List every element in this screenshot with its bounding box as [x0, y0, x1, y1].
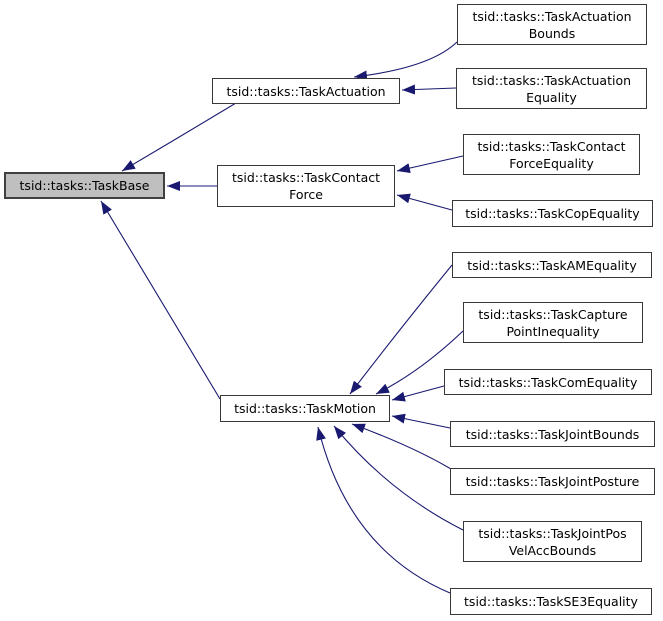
node-task-actuation[interactable]: tsid::tasks::TaskActuation	[212, 78, 400, 104]
edge-taskmotion-to-taskbase	[100, 200, 221, 400]
node-task-base: tsid::tasks::TaskBase	[4, 172, 165, 199]
edge-taskamequality-to-taskmotion	[349, 264, 453, 395]
node-task-cop-equality[interactable]: tsid::tasks::TaskCopEquality	[452, 200, 653, 227]
edge-taskjointbounds-to-taskmotion	[391, 413, 451, 429]
node-task-base-label: tsid::tasks::TaskBase	[19, 178, 150, 193]
node-task-contact-force[interactable]: tsid::tasks::TaskContact Force	[217, 165, 395, 207]
node-task-com-equality-label: tsid::tasks::TaskComEquality	[458, 374, 638, 390]
edge-taskjointposture-to-taskmotion	[351, 423, 452, 470]
node-task-contact-force-equality-label: tsid::tasks::TaskContact ForceEquality	[477, 138, 626, 171]
edge-taskjointposvelaccbounds-to-taskmotion	[333, 425, 464, 531]
edge-taskcopequality-to-taskcontactforce	[396, 193, 453, 211]
node-task-actuation-bounds[interactable]: tsid::tasks::TaskActuation Bounds	[457, 4, 647, 45]
node-task-se3-equality-label: tsid::tasks::TaskSE3Equality	[464, 594, 638, 609]
node-task-joint-bounds-label: tsid::tasks::TaskJointBounds	[465, 426, 640, 442]
edge-taskactuationbounds-to-taskactuation	[353, 41, 458, 81]
node-task-com-equality[interactable]: tsid::tasks::TaskComEquality	[444, 369, 652, 395]
edge-taskse3equality-to-taskmotion	[316, 426, 451, 594]
node-task-capture-point-inequality-label: tsid::tasks::TaskCapture PointInequality	[478, 306, 628, 339]
edge-taskactuationequality-to-taskactuation	[401, 84, 457, 95]
node-task-joint-posture[interactable]: tsid::tasks::TaskJointPosture	[450, 468, 655, 495]
node-task-actuation-bounds-label: tsid::tasks::TaskActuation Bounds	[472, 8, 632, 41]
edge-taskactuation-to-taskbase	[121, 102, 237, 172]
node-task-contact-force-label: tsid::tasks::TaskContact Force	[231, 170, 381, 202]
node-task-joint-pos-vel-acc-bounds[interactable]: tsid::tasks::TaskJointPos VelAccBounds	[463, 521, 642, 562]
node-task-se3-equality[interactable]: tsid::tasks::TaskSE3Equality	[450, 588, 652, 615]
node-task-motion-label: tsid::tasks::TaskMotion	[234, 401, 376, 416]
edge-taskcontactforceequality-to-taskcontactforce	[396, 155, 464, 173]
node-task-motion[interactable]: tsid::tasks::TaskMotion	[220, 395, 390, 422]
node-task-am-equality[interactable]: tsid::tasks::TaskAMEquality	[452, 252, 652, 278]
edge-taskcapturepointinequality-to-taskmotion	[375, 330, 464, 395]
node-task-actuation-label: tsid::tasks::TaskActuation	[226, 83, 386, 99]
edge-taskcomequality-to-taskmotion	[391, 385, 445, 402]
node-task-joint-pos-vel-acc-bounds-label: tsid::tasks::TaskJointPos VelAccBounds	[478, 525, 627, 558]
node-task-am-equality-label: tsid::tasks::TaskAMEquality	[467, 257, 637, 273]
node-task-actuation-equality-label: tsid::tasks::TaskActuation Equality	[471, 72, 632, 105]
node-task-cop-equality-label: tsid::tasks::TaskCopEquality	[465, 206, 640, 221]
node-task-joint-bounds[interactable]: tsid::tasks::TaskJointBounds	[450, 421, 655, 447]
node-task-contact-force-equality[interactable]: tsid::tasks::TaskContact ForceEquality	[463, 134, 640, 175]
node-task-joint-posture-label: tsid::tasks::TaskJointPosture	[465, 474, 640, 489]
node-task-capture-point-inequality[interactable]: tsid::tasks::TaskCapture PointInequality	[463, 302, 643, 343]
node-task-actuation-equality[interactable]: tsid::tasks::TaskActuation Equality	[456, 68, 647, 109]
